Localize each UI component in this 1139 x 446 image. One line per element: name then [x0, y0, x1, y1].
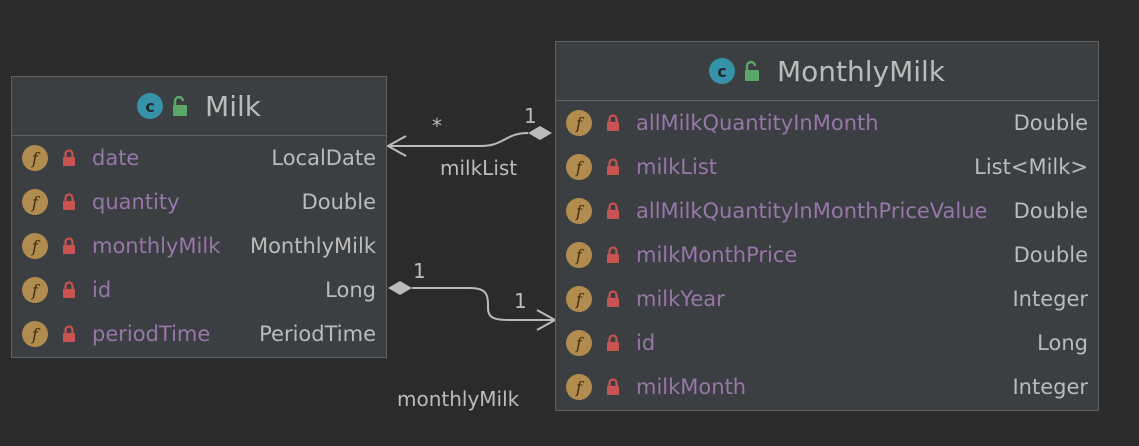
unlocked-icon — [744, 60, 759, 81]
class-milk-header[interactable]: c Milk — [12, 77, 386, 136]
field-type: Long — [1037, 331, 1088, 355]
field-icon: f — [22, 145, 48, 171]
class-monthly-milk-header[interactable]: c MonthlyMilk — [556, 42, 1098, 101]
class-icon-letter: c — [717, 61, 727, 81]
lock-icon — [607, 290, 619, 307]
field-type: Long — [325, 278, 376, 302]
class-icon: c — [137, 93, 164, 119]
field-row[interactable]: f allMilkQuantityInMonth Double — [556, 101, 1098, 145]
field-name: allMilkQuantityInMonthPriceValue — [636, 199, 988, 223]
field-icon: f — [566, 154, 592, 180]
field-row[interactable]: f allMilkQuantityInMonthPriceValue Double — [556, 189, 1098, 233]
field-row[interactable]: f id Long — [12, 268, 386, 312]
field-icon: f — [566, 242, 592, 268]
field-icon: f — [566, 286, 592, 312]
milk-list-edge[interactable] — [388, 132, 529, 147]
lock-icon — [63, 193, 75, 210]
field-icon: f — [22, 189, 48, 215]
field-icon: f — [22, 277, 48, 303]
class-milk[interactable]: c Milk f date LocalDate f quantity Double f mon… — [11, 76, 387, 358]
field-name: id — [92, 278, 112, 302]
field-type: Integer — [1012, 375, 1088, 399]
field-type: Double — [1013, 243, 1088, 267]
monthly-milk-target-multiplicity: 1 — [514, 289, 527, 313]
field-row[interactable]: f id Long — [556, 321, 1098, 365]
field-icon: f — [22, 321, 48, 347]
field-type: PeriodTime — [259, 322, 376, 346]
milk-list-target-multiplicity: * — [432, 114, 442, 138]
field-name: periodTime — [92, 322, 211, 346]
field-icon: f — [566, 330, 592, 356]
field-row[interactable]: f milkMonth Integer — [556, 365, 1098, 409]
field-row[interactable]: f milkMonthPrice Double — [556, 233, 1098, 277]
field-type: Double — [301, 190, 376, 214]
field-icon: f — [566, 198, 592, 224]
field-row[interactable]: f milkYear Integer — [556, 277, 1098, 321]
field-type: Double — [1013, 111, 1088, 135]
unlocked-icon — [173, 95, 188, 116]
field-row[interactable]: f monthlyMilk MonthlyMilk — [12, 224, 386, 268]
lock-icon — [63, 237, 75, 254]
field-name: milkList — [636, 155, 717, 179]
lock-icon — [63, 325, 75, 342]
field-name: milkMonth — [636, 375, 747, 399]
lock-icon — [607, 202, 619, 219]
class-milk-title: Milk — [205, 89, 261, 123]
lock-icon — [607, 114, 619, 131]
milk-list-source-multiplicity: 1 — [524, 104, 537, 128]
field-name: allMilkQuantityInMonth — [636, 111, 879, 135]
field-icon: f — [566, 110, 592, 136]
milk-list-aggregation-diamond — [528, 126, 552, 140]
field-name: milkMonthPrice — [636, 243, 798, 267]
lock-icon — [607, 158, 619, 175]
field-row[interactable]: f periodTime PeriodTime — [12, 312, 386, 356]
field-name: monthlyMilk — [92, 234, 221, 258]
field-icon: f — [566, 374, 592, 400]
field-row[interactable]: f date LocalDate — [12, 136, 386, 180]
milk-list-arrowhead — [385, 135, 407, 157]
field-icon: f — [22, 233, 48, 259]
field-type: Integer — [1012, 287, 1088, 311]
field-type: List<Milk> — [974, 155, 1088, 179]
class-icon-letter: c — [145, 96, 155, 116]
lock-icon — [607, 246, 619, 263]
class-icon: c — [708, 58, 735, 84]
lock-icon — [63, 149, 75, 166]
field-name: id — [636, 331, 656, 355]
lock-icon — [607, 378, 619, 395]
monthly-milk-aggregation-diamond — [388, 281, 412, 295]
field-name: quantity — [92, 190, 180, 214]
field-row[interactable]: f quantity Double — [12, 180, 386, 224]
field-name: date — [92, 146, 140, 170]
monthly-milk-label: monthlyMilk — [397, 387, 520, 411]
monthly-milk-edge[interactable] — [412, 287, 555, 321]
lock-icon — [63, 281, 75, 298]
field-row[interactable]: f milkList List<Milk> — [556, 145, 1098, 189]
field-type: LocalDate — [271, 146, 376, 170]
lock-icon — [607, 334, 619, 351]
milk-list-label: milkList — [440, 156, 518, 180]
field-type: MonthlyMilk — [249, 234, 376, 258]
monthly-milk-source-multiplicity: 1 — [413, 259, 426, 283]
field-name: milkYear — [636, 287, 725, 311]
field-type: Double — [1013, 199, 1088, 223]
class-monthly-milk-title: MonthlyMilk — [776, 54, 946, 88]
